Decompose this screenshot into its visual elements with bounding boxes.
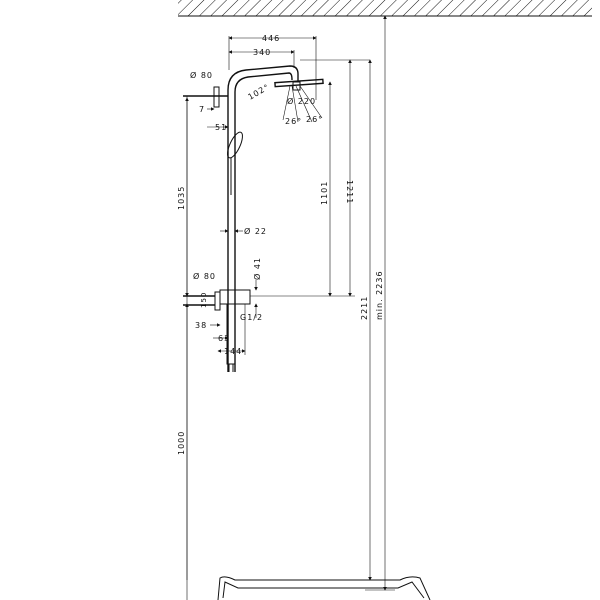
- dim-1101: 1101: [320, 181, 329, 205]
- shower-column: [183, 65, 299, 372]
- dim-446: 446: [262, 34, 280, 43]
- dim-144: 144: [224, 347, 242, 356]
- dim-7: 7: [199, 105, 205, 114]
- dim-2236: min. 2236: [375, 270, 384, 320]
- dim-spray-left: 26°: [285, 117, 302, 126]
- dim-150: 150: [200, 292, 208, 308]
- dim-63: 63: [218, 334, 230, 343]
- dim-flange-bottom: Ø 80: [193, 271, 216, 281]
- dim-spray-right: 26°: [306, 115, 323, 124]
- dim-38: 38: [195, 321, 207, 330]
- dim-thread: G1/2: [240, 313, 263, 322]
- dimension-lines: [185, 15, 395, 600]
- dim-arm-angle: 102°: [247, 82, 272, 101]
- bathtub: [217, 576, 431, 600]
- dim-2211: 2211: [360, 296, 369, 320]
- mixer-thermostat: [183, 289, 251, 372]
- shower-head: [274, 78, 324, 91]
- dim-pipe-diameter: Ø 22: [244, 226, 267, 236]
- ceiling: [178, 0, 592, 17]
- hand-shower: [227, 131, 243, 195]
- dim-head-diameter: Ø 220: [287, 96, 316, 106]
- dim-340: 340: [253, 48, 271, 57]
- dim-1211: 1211: [345, 180, 354, 204]
- dim-1035: 1035: [177, 186, 186, 210]
- dim-mixer-diameter: Ø 41: [252, 257, 262, 280]
- dim-51: 51: [215, 123, 227, 132]
- dim-flange-top: Ø 80: [190, 70, 213, 80]
- dim-1000: 1000: [177, 431, 186, 455]
